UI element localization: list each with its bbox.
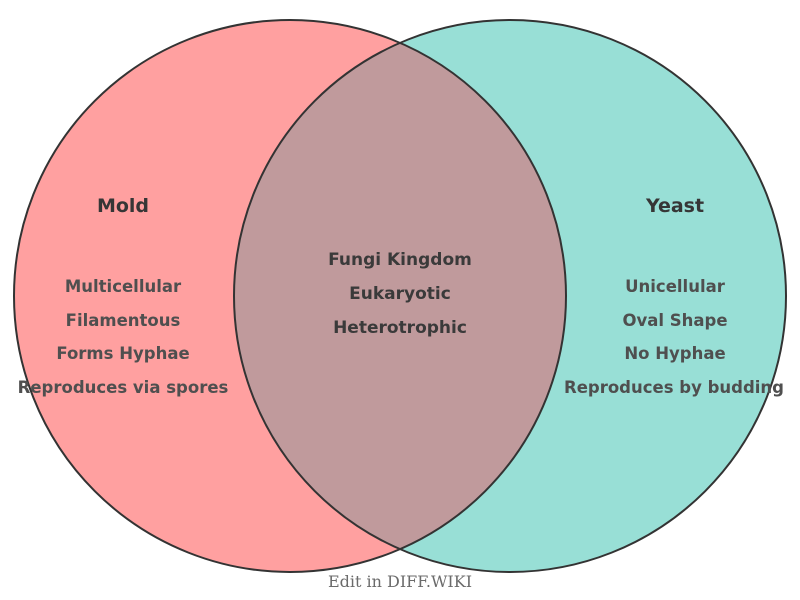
shared-trait-item: Fungi Kingdom bbox=[328, 250, 472, 270]
yeast-title: Yeast bbox=[645, 195, 704, 217]
yeast-circle-outline bbox=[233, 19, 787, 573]
mold-trait-item: Filamentous bbox=[66, 311, 181, 330]
yeast-trait-item: Unicellular bbox=[625, 277, 726, 296]
overlap-region bbox=[234, 20, 566, 572]
mold-trait-item: Forms Hyphae bbox=[56, 344, 189, 363]
yeast-trait-item: Reproduces by budding bbox=[564, 378, 784, 397]
mold-trait-item: Reproduces via spores bbox=[18, 378, 229, 397]
shared-trait-item: Heterotrophic bbox=[333, 318, 467, 338]
yeast-trait-item: Oval Shape bbox=[622, 311, 727, 330]
shared-trait-item: Eukaryotic bbox=[349, 284, 451, 304]
mold-trait-item: Multicellular bbox=[65, 277, 182, 296]
edit-in-diffwiki-link[interactable]: Edit in DIFF.WIKI bbox=[328, 572, 472, 591]
yeast-trait-item: No Hyphae bbox=[624, 344, 725, 363]
mold-title: Mold bbox=[97, 195, 149, 217]
mold-circle-outline bbox=[13, 19, 567, 573]
